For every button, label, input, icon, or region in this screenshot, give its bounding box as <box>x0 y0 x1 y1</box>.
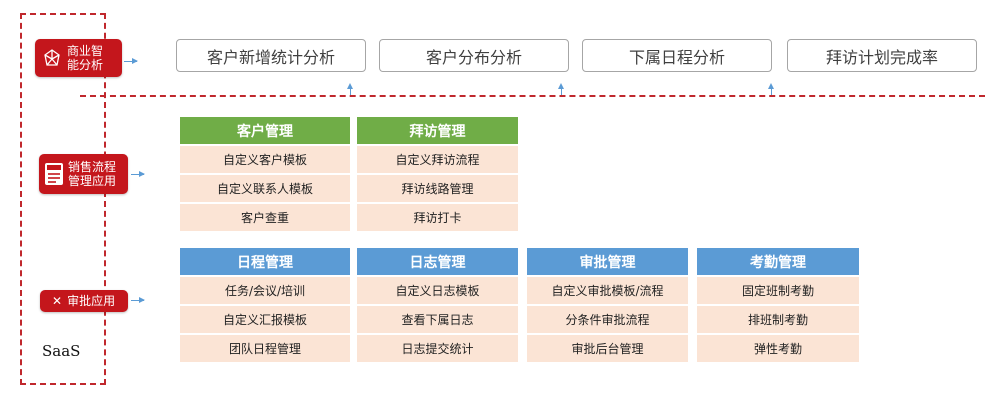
column-item[interactable]: 拜访线路管理 <box>357 175 518 202</box>
column-item[interactable]: 自定义日志模板 <box>357 277 518 304</box>
column-item[interactable]: 日志提交统计 <box>357 335 518 362</box>
sale-tag-icon <box>45 163 63 185</box>
sales-arrow <box>131 171 145 177</box>
up-arrow-1 <box>347 83 353 95</box>
network-icon <box>44 49 60 66</box>
log-management-column: 日志管理 自定义日志模板 查看下属日志 日志提交统计 <box>357 248 518 362</box>
column-item[interactable]: 审批后台管理 <box>527 335 688 362</box>
analysis-box-subordinate-schedule[interactable]: 下属日程分析 <box>582 39 772 72</box>
analysis-box-new-customers[interactable]: 客户新增统计分析 <box>176 39 366 72</box>
column-item[interactable]: 弹性考勤 <box>697 335 859 362</box>
schedule-management-column: 日程管理 任务/会议/培训 自定义汇报模板 团队日程管理 <box>180 248 350 362</box>
column-header: 考勤管理 <box>697 248 859 275</box>
saas-label: SaaS <box>42 342 81 360</box>
column-item[interactable]: 拜访打卡 <box>357 204 518 231</box>
column-item[interactable]: 分条件审批流程 <box>527 306 688 333</box>
bi-analysis-button[interactable]: 商业智 能分析 <box>35 39 122 77</box>
column-item[interactable]: 排班制考勤 <box>697 306 859 333</box>
bi-arrow <box>124 58 138 64</box>
attendance-management-column: 考勤管理 固定班制考勤 排班制考勤 弹性考勤 <box>697 248 859 362</box>
analysis-box-customer-distribution[interactable]: 客户分布分析 <box>379 39 569 72</box>
sales-label: 销售流程 管理应用 <box>68 160 117 188</box>
column-header: 审批管理 <box>527 248 688 275</box>
bi-label: 商业智 能分析 <box>67 44 104 72</box>
up-arrow-2 <box>558 83 564 95</box>
column-item[interactable]: 自定义审批模板/流程 <box>527 277 688 304</box>
saas-boundary <box>20 13 106 385</box>
column-header: 日志管理 <box>357 248 518 275</box>
cross-icon: ✕ <box>52 294 63 308</box>
analysis-box-visit-plan-rate[interactable]: 拜访计划完成率 <box>787 39 977 72</box>
approval-app-button[interactable]: ✕ 审批应用 <box>40 290 128 312</box>
column-item[interactable]: 自定义联系人模板 <box>180 175 350 202</box>
approval-label: 审批应用 <box>67 294 116 308</box>
column-item[interactable]: 固定班制考勤 <box>697 277 859 304</box>
column-header: 客户管理 <box>180 117 350 144</box>
column-item[interactable]: 自定义客户模板 <box>180 146 350 173</box>
column-item[interactable]: 客户查重 <box>180 204 350 231</box>
column-item[interactable]: 任务/会议/培训 <box>180 277 350 304</box>
customer-management-column: 客户管理 自定义客户模板 自定义联系人模板 客户查重 <box>180 117 350 231</box>
sales-process-button[interactable]: 销售流程 管理应用 <box>39 154 128 194</box>
column-header: 拜访管理 <box>357 117 518 144</box>
column-item[interactable]: 团队日程管理 <box>180 335 350 362</box>
column-header: 日程管理 <box>180 248 350 275</box>
analysis-divider <box>80 95 985 97</box>
visit-management-column: 拜访管理 自定义拜访流程 拜访线路管理 拜访打卡 <box>357 117 518 231</box>
column-item[interactable]: 自定义汇报模板 <box>180 306 350 333</box>
column-item[interactable]: 查看下属日志 <box>357 306 518 333</box>
column-item[interactable]: 自定义拜访流程 <box>357 146 518 173</box>
approval-management-column: 审批管理 自定义审批模板/流程 分条件审批流程 审批后台管理 <box>527 248 688 362</box>
approval-arrow <box>131 297 145 303</box>
up-arrow-3 <box>768 83 774 95</box>
